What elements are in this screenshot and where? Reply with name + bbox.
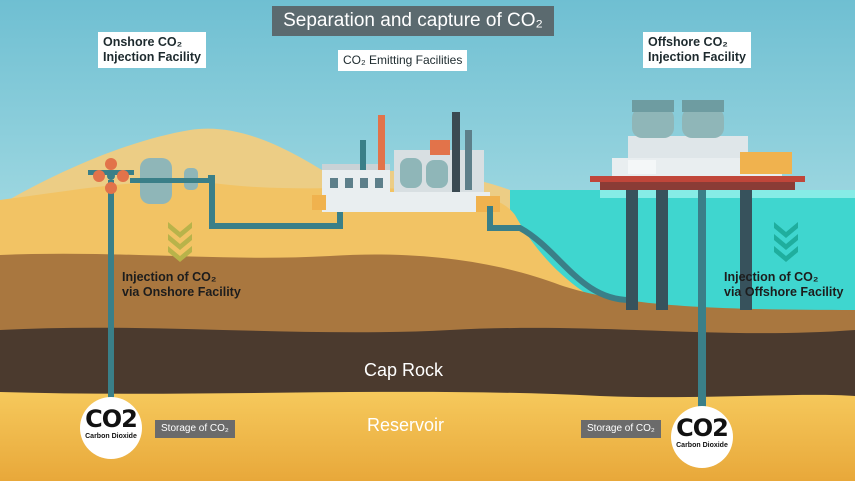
diagram-title: Separation and capture of CO₂	[272, 6, 554, 36]
injection-offshore-label: Injection of CO₂ via Offshore Facility	[724, 270, 843, 300]
co2-caption: Carbon Dioxide	[676, 442, 728, 449]
offshore-facility-line2: Injection Facility	[648, 50, 746, 64]
onshore-facility-line1: Onshore CO₂	[103, 35, 183, 49]
cap-rock-label: Cap Rock	[364, 360, 444, 380]
cap-rock-layer	[0, 327, 855, 400]
wellhead-valves	[93, 158, 129, 194]
soil-layer	[0, 253, 855, 335]
offshore-injection-arrows	[774, 222, 798, 262]
co2-formula: CO2	[676, 414, 729, 442]
injection-offshore-line1: Injection of CO₂	[724, 270, 819, 284]
reservoir-layer	[0, 391, 855, 481]
onshore-well-pipe	[108, 180, 114, 408]
co2-badge-left: CO2 Carbon Dioxide	[80, 397, 142, 459]
emitting-facilities-label: CO₂ Emitting Facilities	[338, 50, 468, 71]
pipeline-onshore	[208, 175, 343, 229]
onshore-facility-label: Onshore CO₂ Injection Facility	[98, 32, 206, 68]
injection-offshore-line2: via Offshore Facility	[724, 285, 844, 299]
offshore-facility-label: Offshore CO₂ Injection Facility	[643, 32, 751, 68]
onshore-facility-line2: Injection Facility	[103, 50, 201, 64]
offshore-platform-illustration	[590, 100, 805, 412]
storage-label-left: Storage of CO₂	[155, 420, 235, 438]
injection-onshore-line2: via Onshore Facility	[122, 285, 241, 299]
pipeline-offshore	[487, 200, 633, 304]
storage-label-right: Storage of CO₂	[581, 420, 661, 438]
offshore-well-pipe	[698, 190, 706, 412]
injection-onshore-label: Injection of CO₂ via Onshore Facility	[122, 270, 241, 300]
co2-badge-right: CO2 Carbon Dioxide	[671, 406, 733, 468]
reservoir-label: Reservoir	[367, 415, 445, 435]
injection-onshore-line1: Injection of CO₂	[122, 270, 217, 284]
co2-caption: Carbon Dioxide	[85, 433, 137, 440]
emitting-facilities-illustration	[312, 112, 500, 212]
co2-formula: CO2	[85, 405, 138, 433]
onshore-injection-arrows	[168, 222, 192, 262]
offshore-facility-line1: Offshore CO₂	[648, 35, 728, 49]
